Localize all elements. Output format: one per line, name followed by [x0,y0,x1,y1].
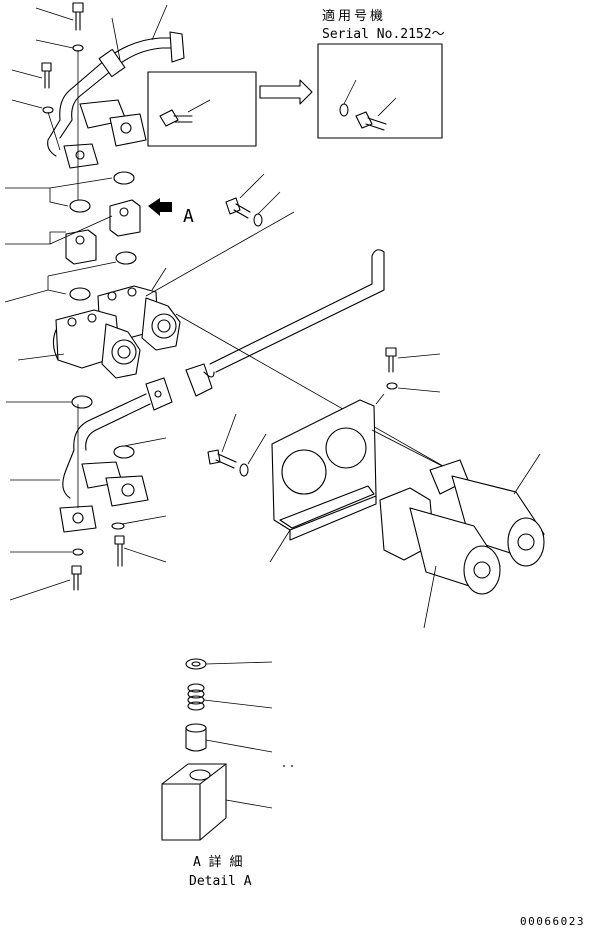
drawing-number: 00066023 [520,915,585,928]
serial-note-title: 適用号機 [322,8,386,24]
serial-callout [147,43,443,147]
bolt-washer-a [225,173,281,227]
leader-lines-top [11,4,168,109]
lower-tube-assembly [6,377,173,601]
bolt-washer-right [385,347,441,393]
view-arrow-icon [148,198,172,216]
detail-title: A 詳 細 [193,854,242,870]
bolt-washer-middle [207,413,267,477]
detail-a-view [161,658,293,841]
seal-block-set [4,171,172,303]
serial-note-number: Serial No.2152～ [322,27,445,42]
view-marker-letter: A [183,206,194,227]
long-pipe [185,249,385,397]
top-tube-assembly [41,2,185,200]
filter-front [379,487,501,629]
detail-subtitle: Detail A [189,874,252,889]
gear-pump-front [52,309,141,379]
mounting-bracket [269,393,451,563]
